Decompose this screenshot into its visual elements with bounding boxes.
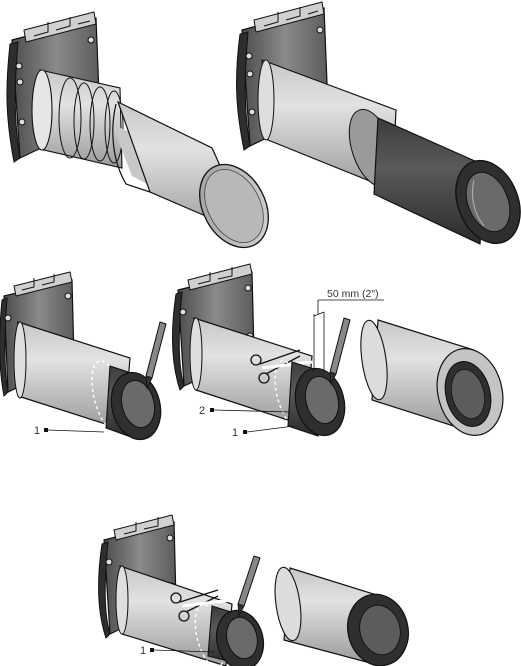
pencil-icon — [145, 321, 167, 390]
callout-label-1: 1 — [34, 425, 40, 437]
scissors-icon — [170, 589, 233, 622]
step2-inner-tube-inserted — [236, 1, 521, 245]
step5-cut-tube-final: 1 — [98, 514, 409, 666]
dimension-label: 50 mm (2") — [327, 288, 379, 300]
dimension-bracket — [313, 299, 384, 372]
step1-telescopic-extended — [6, 11, 269, 249]
pencil-icon — [237, 555, 261, 618]
step4-cut-tube: 50 mm (2") 2 1 — [172, 263, 504, 439]
callout-label-1: 1 — [140, 645, 146, 657]
cut-tube-piece — [274, 566, 409, 666]
step3-mark-tube: 1 — [0, 271, 167, 441]
callout-label-2: 2 — [199, 405, 205, 417]
cut-tube-piece — [360, 319, 504, 436]
callout-label-1: 1 — [232, 427, 238, 439]
pencil-icon — [329, 317, 351, 386]
scissors-icon — [250, 349, 313, 384]
